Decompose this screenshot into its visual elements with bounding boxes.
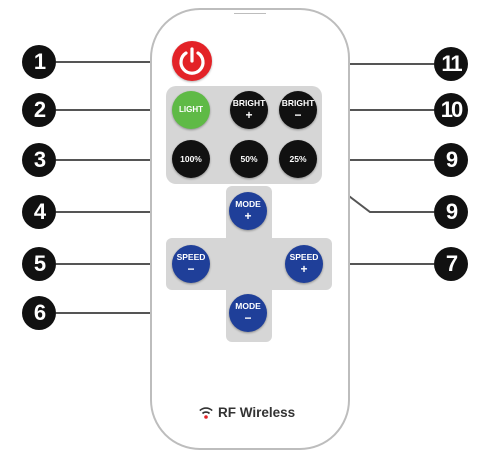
bright-down-sign: − (294, 107, 302, 122)
bright-down-button[interactable]: BRIGHT − (279, 91, 317, 129)
callout-7: 7 (434, 247, 468, 281)
callout-9b: 9 (434, 195, 468, 229)
light-button[interactable]: LIGHT (172, 91, 210, 129)
brand-label: RF Wireless (218, 404, 296, 420)
bright-up-button[interactable]: BRIGHT + (230, 91, 268, 129)
power-icon (179, 47, 205, 75)
mode-up-sign: + (244, 208, 252, 223)
mode-up-label: MODE (235, 199, 261, 210)
remote-notch (234, 8, 266, 14)
callout-10: 10 (434, 93, 468, 127)
bright-down-label: BRIGHT (281, 98, 315, 109)
power-button[interactable] (172, 41, 212, 81)
brightness-25-label: 25% (289, 153, 307, 164)
bright-up-sign: + (245, 107, 253, 122)
brightness-50-label: 50% (240, 153, 258, 164)
callout-1: 1 (22, 45, 56, 79)
callout-9a: 9 (434, 143, 468, 177)
speed-up-label: SPEED (289, 252, 319, 263)
rf-wireless-brand: RF Wireless (198, 402, 308, 422)
bright-up-label: BRIGHT (232, 98, 266, 109)
callout-11: 11 (434, 47, 468, 81)
callout-6: 6 (22, 296, 56, 330)
brightness-50-button[interactable]: 50% (230, 140, 268, 178)
mode-down-sign: − (244, 310, 252, 325)
callout-4: 4 (22, 195, 56, 229)
callout-5: 5 (22, 247, 56, 281)
wireless-signal-icon (199, 407, 213, 419)
speed-down-sign: − (187, 261, 195, 276)
mode-up-button[interactable]: MODE + (229, 192, 267, 230)
speed-up-button[interactable]: SPEED + (285, 245, 323, 283)
light-button-label: LIGHT (179, 105, 203, 114)
callout-3: 3 (22, 143, 56, 177)
mode-down-label: MODE (235, 301, 261, 312)
speed-up-sign: + (300, 261, 308, 276)
brightness-25-button[interactable]: 25% (279, 140, 317, 178)
mode-down-button[interactable]: MODE − (229, 294, 267, 332)
brightness-100-button[interactable]: 100% (172, 140, 210, 178)
speed-down-label: SPEED (176, 252, 206, 263)
speed-down-button[interactable]: SPEED − (172, 245, 210, 283)
brightness-100-label: 100% (180, 153, 202, 164)
callout-2: 2 (22, 93, 56, 127)
